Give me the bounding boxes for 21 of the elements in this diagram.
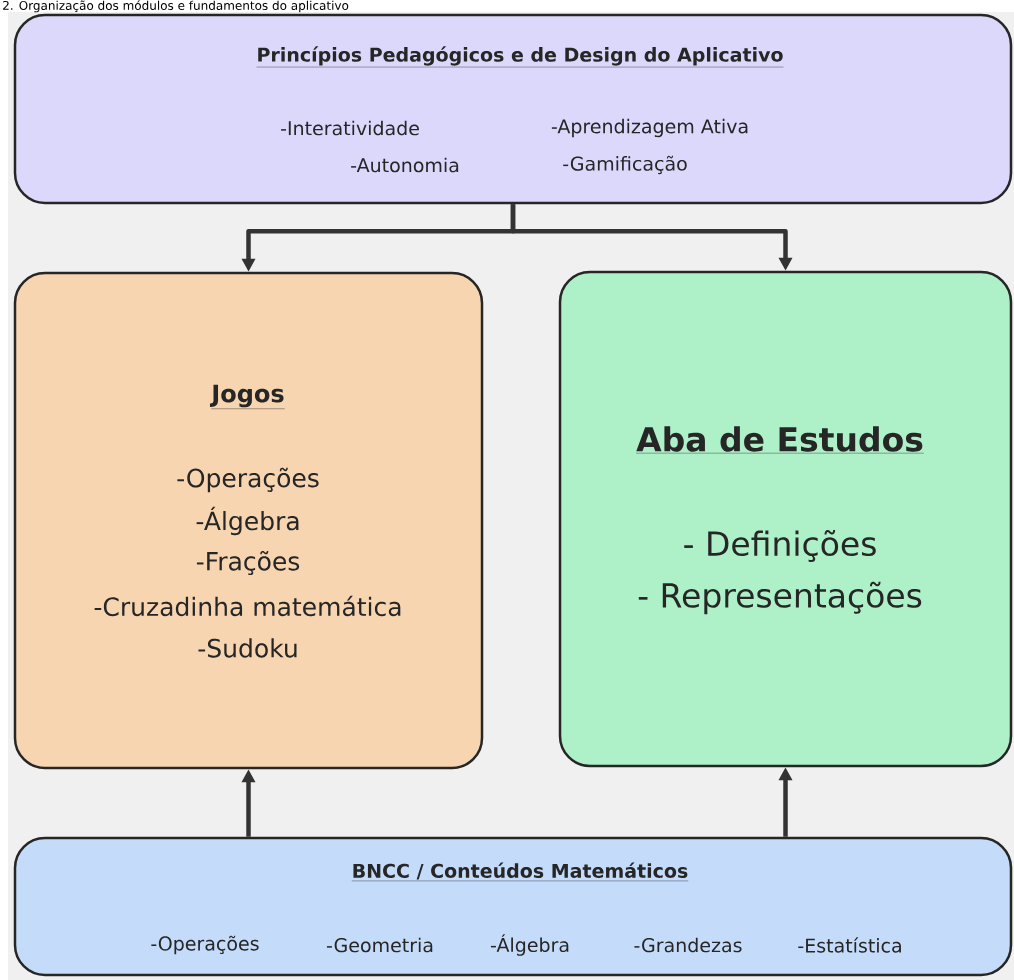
list-item: - Representações <box>638 581 922 615</box>
list-item: -Autonomia <box>351 157 459 173</box>
list-item: -Gamificação <box>563 155 687 175</box>
list-item: -Operações <box>177 467 319 493</box>
list-item: -Operações <box>151 935 259 955</box>
list-item: -Geometria <box>326 937 433 953</box>
title: 2. Organização dos módulos e fundamentos do aplicativo <box>3 0 349 13</box>
box-heading: Aba de Estudos <box>635 426 925 454</box>
list-item: -Estatística <box>798 937 901 953</box>
list-item: -Frações <box>196 550 300 576</box>
list-item: -Cruzadinha matemática <box>94 595 401 617</box>
list-item: -Grandezas <box>634 937 742 953</box>
list-item: -Álgebra <box>196 506 299 536</box>
box-heading: Princípios Pedagógicos e de Design do Aplicativo <box>256 46 784 68</box>
box-heading: Jogos <box>209 384 285 409</box>
list-item: - Definições <box>684 530 876 562</box>
list-item: -Interatividade <box>281 120 419 136</box>
box-heading: BNCC / Conteúdos Matemáticos <box>351 862 689 882</box>
list-item: -Sudoku <box>198 638 297 658</box>
list-item: -Aprendizagem Ativa <box>551 118 748 138</box>
list-item: -Álgebra <box>490 934 569 956</box>
